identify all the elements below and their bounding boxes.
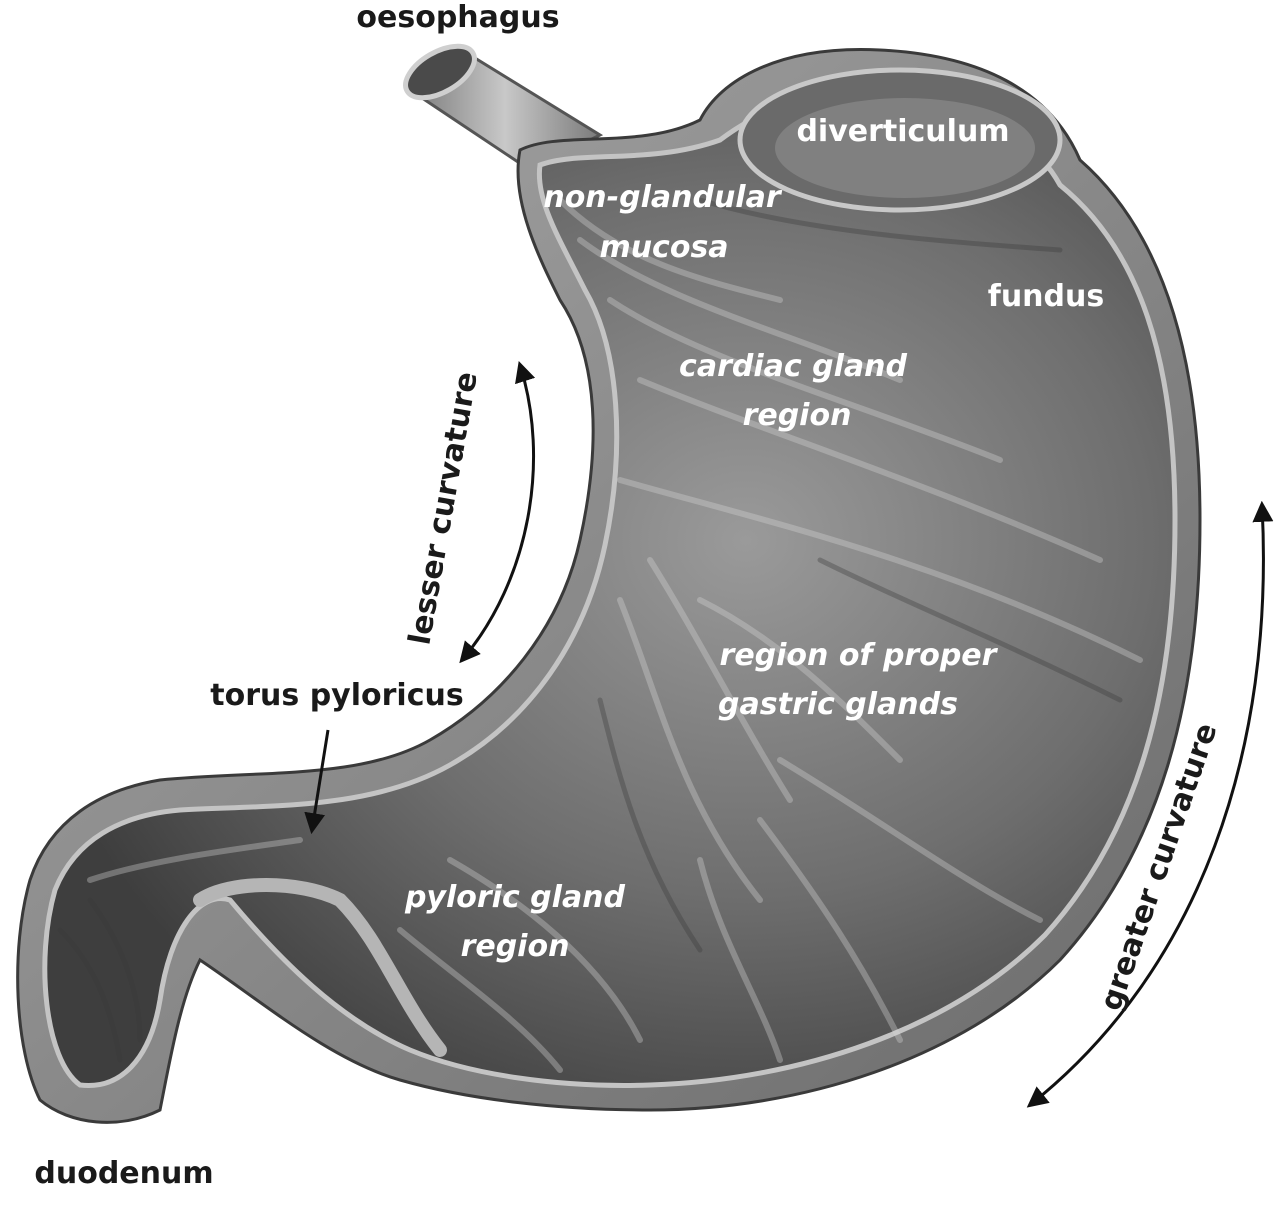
mucosal-folds [57, 197, 1143, 1073]
label-non-glandular-line1: non-glandular [543, 180, 782, 215]
label-pyloric-line1: pyloric gland [404, 880, 626, 915]
greater-curvature-arrow [1026, 500, 1274, 1108]
label-proper-line2: gastric glands [718, 687, 958, 722]
torus-pyloricus-arrow [304, 729, 330, 835]
label-fundus: fundus [988, 279, 1104, 314]
lesser-curvature-arrow [459, 360, 536, 664]
label-lesser-curvature: lesser curvature [402, 369, 484, 647]
label-cardiac-line1: cardiac gland [679, 349, 907, 384]
label-non-glandular-line2: mucosa [599, 230, 728, 265]
pyloric-fold [193, 878, 447, 1057]
label-proper-line1: region of proper [720, 638, 999, 673]
label-duodenum: duodenum [34, 1156, 213, 1191]
label-cardiac-line2: region [743, 398, 852, 433]
label-torus-pyloricus: torus pyloricus [210, 678, 463, 713]
stomach-inner-surface [42, 92, 1178, 1089]
label-oesophagus: oesophagus [356, 0, 559, 35]
diverticulum-pouch [737, 67, 1063, 213]
label-pyloric-line2: region [461, 929, 570, 964]
label-diverticulum: diverticulum [796, 114, 1009, 149]
